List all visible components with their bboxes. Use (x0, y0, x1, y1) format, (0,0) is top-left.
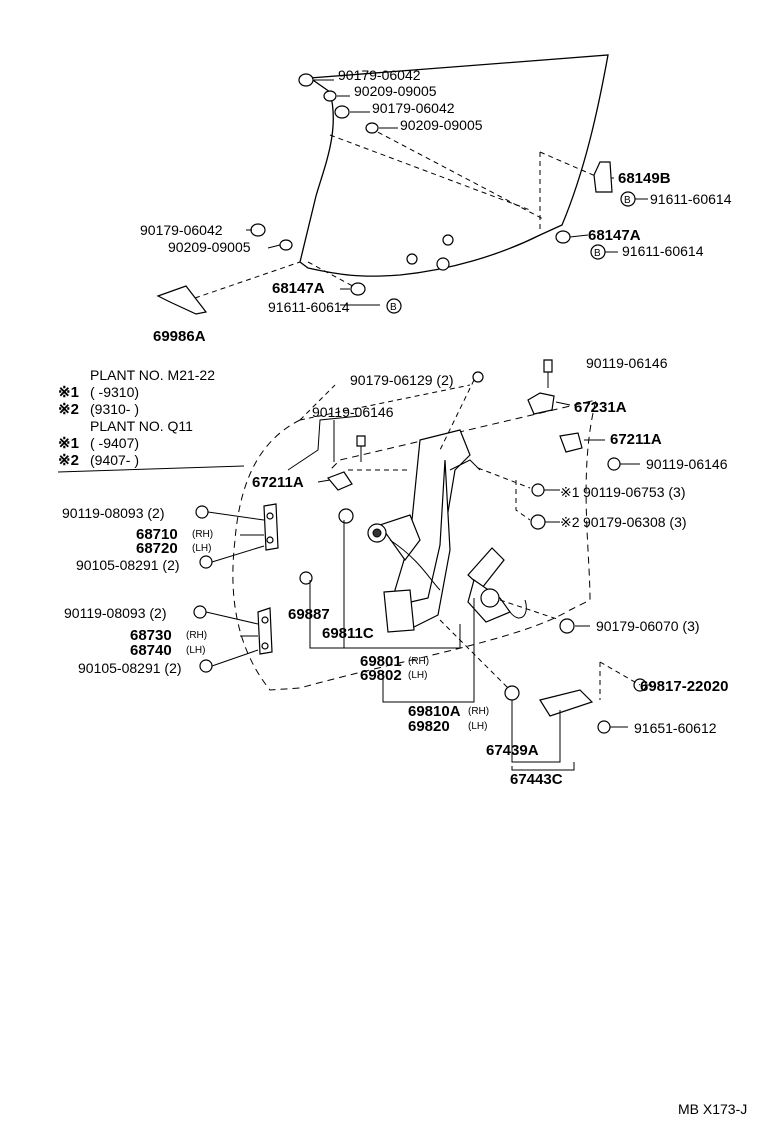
upper-stop-bracket-icon (527, 392, 555, 415)
side-rh: (RH) (408, 656, 429, 667)
part-label-67443C: 67443C (510, 771, 563, 788)
part-label-69817-22020: 69817-22020 (640, 678, 728, 695)
plant-note-title: PLANT NO. M21-22 (90, 367, 215, 383)
glass-clip-icon (406, 234, 454, 271)
plant-note-title: PLANT NO. Q11 (90, 418, 193, 434)
part-label-91651-60612: 91651-60612 (634, 720, 717, 736)
part-label-90179-06042: 90179-06042 (372, 100, 455, 116)
part-label-90179-06070: 90179-06070 (3) (596, 618, 700, 634)
part-label-90179-06042: 90179-06042 (338, 67, 421, 83)
part-label-90179-06129: 90179-06129 (2) (350, 372, 454, 388)
bottom-bracket-icon (504, 678, 647, 734)
part-label-90119-08093: 90119-08093 (2) (62, 505, 164, 521)
part-label-67439A: 67439A (486, 742, 539, 759)
part-label-69802: 69802 (360, 667, 402, 684)
regulator-motor-icon (467, 547, 527, 623)
part-label-68147A: 68147A (588, 227, 641, 244)
part-label-91611-60614: 91611-60614 (622, 243, 704, 259)
side-lh: (LH) (186, 645, 205, 656)
part-label-90105-08291: 90105-08291 (2) (78, 660, 182, 676)
bolt-b-mark: B (624, 195, 631, 206)
side-rh: (RH) (186, 630, 207, 641)
plant-note-mark: ※1 (58, 384, 79, 401)
part-label-90179-06042: 90179-06042 (140, 222, 223, 238)
mark-2: ※2 (560, 514, 580, 530)
part-label-67211A: 67211A (252, 474, 304, 491)
part-label-69820: 69820 (408, 718, 450, 735)
plant-note-range: (9310- ) (90, 401, 139, 417)
part-label-90119-06146: 90119-06146 (586, 355, 668, 371)
part-label-90105-08291: 90105-08291 (2) (76, 557, 180, 573)
plant-note-mark: ※2 (58, 401, 79, 418)
part-label-90119-06753: 90119-06753 (3) (583, 484, 685, 500)
plant-note-range: ( -9407) (90, 435, 139, 451)
part-label-90119-06146: 90119-06146 (646, 456, 728, 472)
part-label-69887: 69887 (288, 606, 330, 623)
part-label-67211A: 67211A (610, 431, 662, 448)
diagram-code: MB X173-J (678, 1101, 747, 1117)
part-label-69810A: 69810A (408, 703, 461, 720)
door-hinge-icon (257, 503, 279, 655)
part-label-90209-09005: 90209-09005 (354, 83, 437, 99)
part-label-90179-06308: 90179-06308 (3) (583, 514, 687, 530)
part-label-68720: 68720 (136, 540, 178, 557)
part-label-68149B: 68149B (618, 170, 671, 187)
glass-bracket-icon (593, 161, 613, 193)
plant-note-range: (9407- ) (90, 452, 139, 468)
side-rh: (RH) (192, 529, 213, 540)
part-label-90119-08093: 90119-08093 (2) (64, 605, 166, 621)
lower-stop-bracket-icon (559, 432, 583, 453)
part-label-69801: 69801 (360, 653, 402, 670)
left-stop-bracket-icon (326, 471, 353, 491)
plant-note-mark: ※2 (58, 452, 79, 469)
bolt-b-mark: B (390, 302, 397, 313)
side-lh: (LH) (192, 543, 211, 554)
part-label-90119-06146: 90119-06146 (312, 404, 394, 420)
glass-guide-icon (156, 285, 208, 315)
part-label-90209-09005: 90209-09005 (400, 117, 483, 133)
plant-note-mark: ※1 (58, 435, 79, 452)
part-label-69986A: 69986A (153, 328, 206, 345)
side-rh: (RH) (468, 706, 489, 717)
part-label-69811C: 69811C (322, 625, 374, 642)
plant-note-underline (57, 465, 245, 473)
plant-note-range: ( -9310) (90, 384, 139, 400)
part-label-91611-60614: 91611-60614 (650, 191, 732, 207)
part-label-68710: 68710 (136, 526, 178, 543)
part-label-68147A: 68147A (272, 280, 325, 297)
side-lh: (LH) (408, 670, 427, 681)
window-regulator-icon (367, 429, 481, 633)
door-glass-outline (299, 54, 609, 277)
part-label-91611-60614: 91611-60614 (268, 299, 350, 315)
part-label-67231A: 67231A (574, 399, 627, 416)
part-label-68730: 68730 (130, 627, 172, 644)
bolt-b-mark: B (594, 248, 601, 259)
part-label-90209-09005: 90209-09005 (168, 239, 251, 255)
mark-1: ※1 (560, 484, 580, 500)
side-lh: (LH) (468, 721, 487, 732)
door-panel-outline (232, 399, 597, 691)
part-label-68740: 68740 (130, 642, 172, 659)
nut-icon (250, 73, 571, 296)
